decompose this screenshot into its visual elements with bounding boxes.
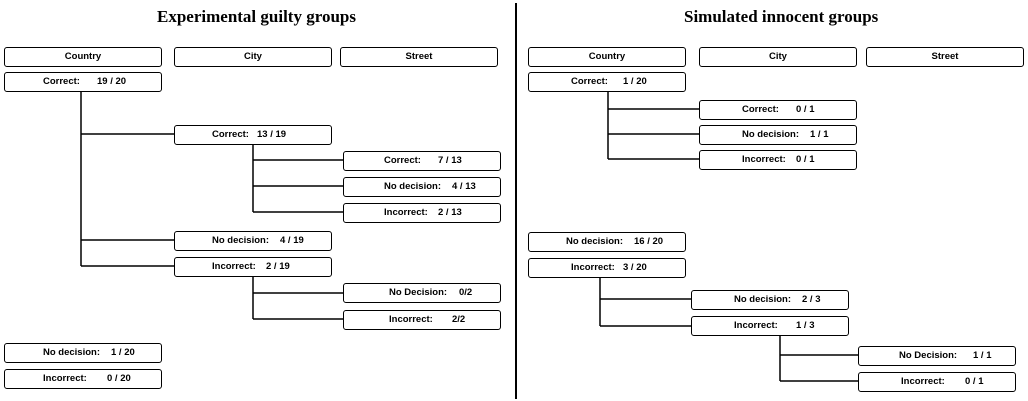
node-label: No decision: (212, 235, 270, 246)
left-street-nodecision: No decision: 4 / 13 (343, 177, 501, 197)
node-label: Incorrect: (43, 373, 87, 384)
right-city-nodecision: No decision: 1 / 1 (699, 125, 857, 145)
node-label: No decision: (742, 129, 800, 140)
node-value: 2 / 19 (266, 261, 290, 272)
left-country-incorrect: Incorrect: 0 / 20 (4, 369, 162, 389)
right-country-incorrect: Incorrect: 3 / 20 (528, 258, 686, 278)
node-label: Incorrect: (571, 262, 615, 273)
connector-right-country-to-city (607, 91, 699, 160)
node-label: No decision: (384, 181, 442, 192)
right-header-street: Street (866, 47, 1024, 67)
right-panel-title: Simulated innocent groups (684, 7, 879, 26)
node-value: 1 / 1 (973, 350, 992, 361)
right-header-country: Country (528, 47, 686, 67)
node-value: 2 / 13 (438, 207, 462, 218)
node-value: 4 / 19 (280, 235, 304, 246)
node-value: 2 / 3 (802, 294, 821, 305)
node-label: Incorrect: (212, 261, 256, 272)
node-value: 0 / 1 (796, 104, 815, 115)
right-city2-incorrect: Incorrect: 1 / 3 (691, 316, 849, 336)
node-value: 16 / 20 (634, 236, 664, 247)
node-value: 1 / 20 (623, 76, 647, 87)
node-label: Correct: (384, 155, 421, 166)
node-label: Correct: (43, 76, 80, 87)
left-country-correct: Correct: 19 / 20 (4, 72, 162, 92)
right-city-correct: Correct: 0 / 1 (699, 100, 857, 120)
right-street-incorrect: Incorrect: 0 / 1 (858, 372, 1016, 392)
connector-left-city-to-street (252, 143, 343, 213)
node-label: Correct: (742, 104, 779, 115)
left-street-incorrect: Incorrect: 2 / 13 (343, 203, 501, 223)
right-country-nodecision: No decision: 16 / 20 (528, 232, 686, 252)
node-label: No decision: (734, 294, 792, 305)
node-value: 3 / 20 (623, 262, 647, 273)
node-value: 1 / 20 (111, 347, 135, 358)
right-header-city: City (699, 47, 857, 67)
node-label: Incorrect: (901, 376, 945, 387)
connector-right-countryincorrect-to-city (599, 277, 691, 327)
left-street-correct: Correct: 7 / 13 (343, 151, 501, 171)
node-value: 19 / 20 (97, 76, 127, 87)
node-label: No decision: (43, 347, 101, 358)
node-label: No decision: (566, 236, 624, 247)
left-street2-nodecision: No Decision: 0/2 (343, 283, 501, 303)
node-value: 2/2 (452, 314, 466, 325)
right-street-nodecision: No Decision: 1 / 1 (858, 346, 1016, 366)
left-city-correct: Correct: 13 / 19 (174, 125, 332, 145)
node-value: 1 / 1 (810, 129, 829, 140)
node-label: Correct: (212, 129, 249, 140)
left-header-street: Street (340, 47, 498, 67)
node-value: 1 / 3 (796, 320, 815, 331)
connector-left-cityincorrect-to-street (252, 276, 343, 320)
node-value: 13 / 19 (257, 129, 287, 140)
connector-left-country-to-city (80, 91, 174, 267)
node-label: No Decision: (389, 287, 448, 298)
panel-divider (515, 3, 517, 399)
node-value: 4 / 13 (452, 181, 476, 192)
node-label: Incorrect: (742, 154, 786, 165)
node-label: Incorrect: (389, 314, 433, 325)
node-value: 7 / 13 (438, 155, 462, 166)
left-panel-title: Experimental guilty groups (157, 7, 356, 26)
left-street2-incorrect: Incorrect: 2/2 (343, 310, 501, 330)
left-city-nodecision: No decision: 4 / 19 (174, 231, 332, 251)
node-label: No Decision: (899, 350, 958, 361)
node-label: Incorrect: (384, 207, 428, 218)
node-value: 0 / 1 (965, 376, 984, 387)
connector-right-cityincorrect-to-street (779, 335, 858, 382)
node-value: 0 / 1 (796, 154, 815, 165)
left-header-country: Country (4, 47, 162, 67)
right-country-correct: Correct: 1 / 20 (528, 72, 686, 92)
left-country-nodecision: No decision: 1 / 20 (4, 343, 162, 363)
node-value: 0/2 (459, 287, 473, 298)
left-header-city: City (174, 47, 332, 67)
left-city-incorrect: Incorrect: 2 / 19 (174, 257, 332, 277)
node-label: Correct: (571, 76, 608, 87)
right-city-incorrect: Incorrect: 0 / 1 (699, 150, 857, 170)
node-label: Incorrect: (734, 320, 778, 331)
right-city2-nodecision: No decision: 2 / 3 (691, 290, 849, 310)
node-value: 0 / 20 (107, 373, 131, 384)
